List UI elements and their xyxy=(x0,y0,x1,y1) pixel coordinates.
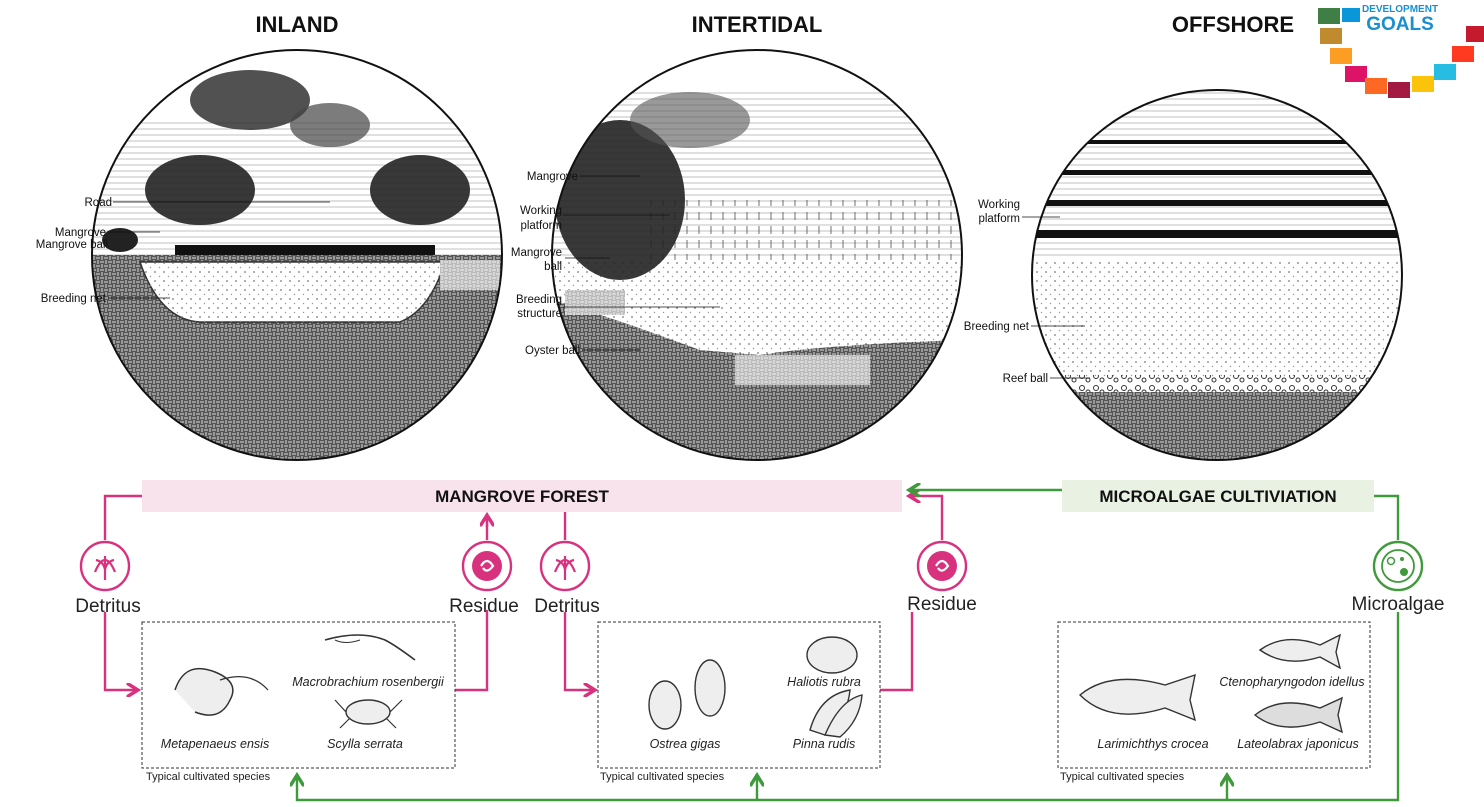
species-ostrea-gigas: Ostrea gigas xyxy=(650,737,721,751)
species-caption-3: Typical cultivated species xyxy=(1060,771,1185,783)
label-road: Road xyxy=(85,197,113,209)
residue-label-2: Residue xyxy=(907,594,977,615)
label-reef-ball: Reef ball xyxy=(1003,373,1048,385)
label-mangrove-3: Mangrove xyxy=(511,247,562,259)
sdg-tile-11 xyxy=(1330,48,1352,64)
label-mangrove-2: Mangrove xyxy=(527,171,578,183)
label-structure: structure xyxy=(517,308,562,320)
label-oyster-ball: Oyster ball xyxy=(525,345,580,357)
sdg-tile-10 xyxy=(1345,66,1367,82)
label-working: Working xyxy=(520,205,562,217)
zone-title-offshore: OFFSHORE xyxy=(1172,12,1294,37)
label-mangrove-ball: Mangrove ball xyxy=(36,239,108,251)
oyster-icon xyxy=(649,660,725,729)
sdg-tile-9 xyxy=(1365,78,1387,94)
label-platform: platform xyxy=(520,220,562,232)
species-ctenopharyngodon-idellus: Ctenopharyngodon idellus xyxy=(1219,675,1364,689)
sdg-tile-6 xyxy=(1434,64,1456,80)
species-lateolabrax-japonicus: Lateolabrax japonicus xyxy=(1237,737,1359,751)
sdg-tile-4 xyxy=(1466,26,1484,42)
zone-title-intertidal: INTERTIDAL xyxy=(692,12,823,37)
species-box-intertidal: Ostrea gigas Haliotis rubra Pinna rudis … xyxy=(598,622,880,783)
sdg-tile-8 xyxy=(1388,82,1410,98)
species-macrobrachium-rosenbergii: Macrobrachium rosenbergii xyxy=(292,675,445,689)
species-larimichthys-crocea: Larimichthys crocea xyxy=(1097,737,1208,751)
label-breeding-net-2: Breeding net xyxy=(964,321,1030,333)
inland-illustration: Road Mangrove Mangrove ball Breeding net xyxy=(36,50,502,475)
label-platform-2: platform xyxy=(978,213,1020,225)
residue-icon xyxy=(463,542,511,590)
label-breeding-net: Breeding net xyxy=(41,293,107,305)
sdg-badge: DEVELOPMENT GOALS xyxy=(1296,4,1484,134)
sdg-tile-14 xyxy=(1342,8,1360,22)
sdg-tile-13 xyxy=(1318,8,1340,24)
detritus-label-1: Detritus xyxy=(75,596,140,617)
species-caption-2: Typical cultivated species xyxy=(600,771,725,783)
detritus-label-2: Detritus xyxy=(534,596,599,617)
species-caption-1: Typical cultivated species xyxy=(146,771,271,783)
mangrove-forest-label: MANGROVE FOREST xyxy=(435,487,609,506)
detritus-icon-2 xyxy=(541,542,589,590)
species-scylla-serrata: Scylla serrata xyxy=(327,737,403,751)
sdg-tile-12 xyxy=(1320,28,1342,44)
species-haliotis-rubra: Haliotis rubra xyxy=(787,675,861,689)
intertidal-illustration: Mangrove Working platform Mangrove ball … xyxy=(511,50,962,470)
abalone-icon xyxy=(807,637,857,673)
sdg-tile-5 xyxy=(1452,46,1474,62)
crab-icon xyxy=(335,700,402,728)
detritus-icon xyxy=(81,542,129,590)
label-breeding: Breeding xyxy=(516,294,562,306)
croaker-fish-icon xyxy=(1080,675,1195,720)
prawn-icon xyxy=(325,635,415,660)
species-box-offshore: Larimichthys crocea Ctenopharyngodon ide… xyxy=(1058,622,1370,783)
pinna-icon xyxy=(810,690,862,737)
sdg-text-goals: GOALS xyxy=(1366,14,1434,35)
sdg-tile-7 xyxy=(1412,76,1434,92)
microalgae-icon xyxy=(1374,542,1422,590)
label-ball: ball xyxy=(544,261,562,273)
microalgae-cultivation-label: MICROALGAE CULTIVIATION xyxy=(1099,487,1336,506)
sea-bass-icon xyxy=(1255,698,1342,732)
microalgae-label: Microalgae xyxy=(1352,594,1445,615)
grass-carp-icon xyxy=(1260,635,1340,668)
offshore-illustration: Working platform Breeding net Reef ball xyxy=(964,90,1405,472)
label-working-2: Working xyxy=(978,199,1020,211)
species-pinna-rudis: Pinna rudis xyxy=(793,737,856,751)
zone-title-inland: INLAND xyxy=(255,12,338,37)
residue-label-1: Residue xyxy=(449,596,519,617)
residue-icon-2 xyxy=(918,542,966,590)
species-metapenaeus-ensis: Metapenaeus ensis xyxy=(161,737,269,751)
label-mangrove: Mangrove xyxy=(55,227,106,239)
species-box-inland: Metapenaeus ensis Macrobrachium rosenber… xyxy=(142,622,455,783)
shrimp-icon xyxy=(175,669,268,716)
